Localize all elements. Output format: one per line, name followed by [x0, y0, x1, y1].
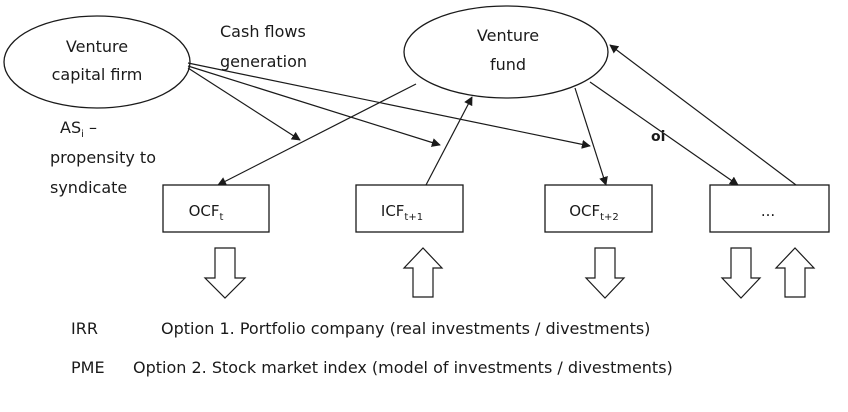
box-ocf-t-label: OCFt: [189, 202, 224, 223]
box-ellipsis: [709, 184, 830, 233]
hollow-up-arrow-ellipsis: [774, 247, 816, 298]
hollow-up-arrow-icf-t1: [402, 247, 444, 298]
hollow-down-arrow-ellipsis: [720, 247, 762, 299]
hollow-down-arrow-ocf-t: [203, 247, 247, 299]
cash-flows-label-2: generation: [220, 52, 307, 71]
irr-metric-label: IRR: [71, 319, 98, 338]
syndicate-label-2: propensity to: [50, 148, 156, 167]
arrow-fund-to-ocf-t: [217, 83, 417, 186]
syndicate-label-3: syndicate: [50, 178, 127, 197]
venture-capital-firm-node: [3, 15, 191, 109]
arrow-fund-to-ellipsis: [589, 81, 739, 186]
box-icf-t1-label: ICFt+1: [381, 202, 423, 223]
hollow-down-arrow-ocf-t2: [584, 247, 626, 299]
arrow-vcf-to-icf-t1: [187, 65, 441, 147]
pme-metric-label: PME: [71, 358, 105, 377]
venture-capital-firm-label-1: Venture: [66, 37, 128, 56]
venture-fund-label-1: Venture: [477, 26, 539, 45]
box-icf-t1: [355, 184, 464, 233]
arrow-icf-to-fund: [425, 96, 473, 186]
arrow-vcf-to-ocf-t2: [187, 62, 591, 149]
oi-label: oi: [651, 129, 665, 145]
option-2-text: Option 2. Stock market index (model of i…: [133, 358, 673, 377]
syndicate-label-1: ASi –: [60, 118, 97, 140]
venture-fund-label-2: fund: [490, 55, 526, 74]
box-ocf-t2: [544, 184, 653, 233]
venture-fund-node: [403, 5, 609, 99]
box-ocf-t: [162, 184, 270, 233]
venture-capital-firm-label-2: capital firm: [52, 65, 143, 84]
arrow-ellipsis-to-fund: [609, 44, 797, 186]
arrow-vcf-to-ocf-t: [187, 67, 301, 141]
option-1-text: Option 1. Portfolio company (real invest…: [161, 319, 650, 338]
cash-flows-label-1: Cash flows: [220, 22, 306, 41]
arrow-fund-to-ocf-t2: [574, 87, 608, 186]
box-ellipsis-label: ...: [761, 202, 775, 220]
box-ocf-t2-label: OCFt+2: [569, 202, 619, 223]
